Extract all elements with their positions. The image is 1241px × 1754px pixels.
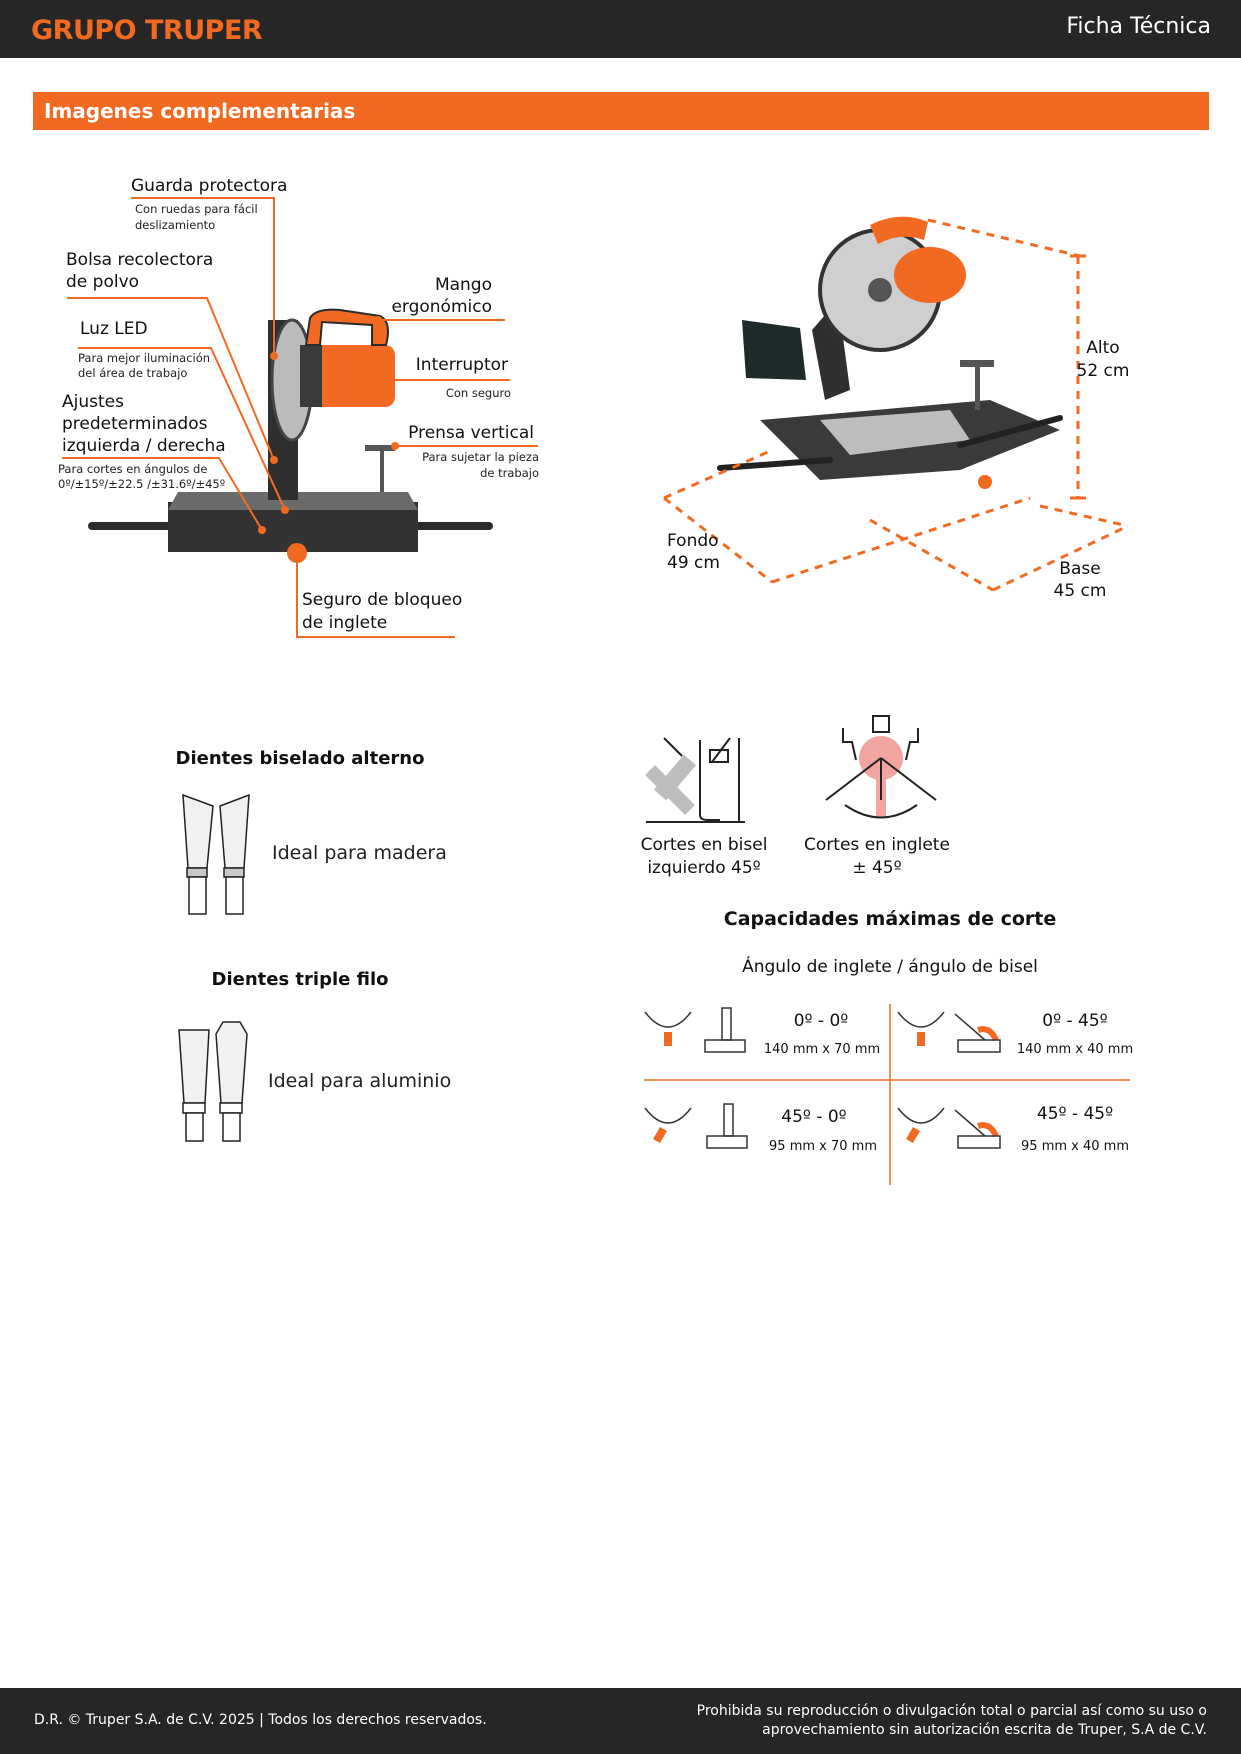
dimension-base-value: 45 cm: [1053, 581, 1107, 601]
dimension-lines: [663, 218, 1129, 592]
feature-prensa-title: Prensa vertical: [408, 423, 534, 443]
feature-ajustes-sub-2: 0º/±15º/±22.5 /±31.6º/±45º: [58, 477, 226, 491]
section-title: Imagenes complementarias: [44, 99, 356, 123]
capacity-grid-lines: [644, 1004, 1130, 1185]
teeth-alternate-description: Ideal para madera: [272, 842, 447, 864]
triple-chip-teeth-icon: [178, 1021, 248, 1142]
feature-interruptor-sub: Con seguro: [445, 386, 511, 400]
teeth-triple-description: Ideal para aluminio: [268, 1070, 452, 1092]
feature-ajustes-title-3: izquierda / derecha: [62, 436, 226, 456]
feature-seguro-title-2: de inglete: [302, 613, 388, 633]
capacity-cell-3-angle: 45º - 0º: [781, 1107, 847, 1127]
capacity-cell-2-size: 140 mm x 40 mm: [1016, 1042, 1134, 1057]
dimension-alto-value: 52 cm: [1076, 361, 1130, 381]
footer-copyright: D.R. © Truper S.A. de C.V. 2025 | Todos …: [34, 1712, 487, 1728]
cut-bevel-caption-2: izquierdo 45º: [647, 858, 761, 878]
feature-guarda-title: Guarda protectora: [131, 176, 288, 196]
capacity-cell-4-angle: 45º - 45º: [1036, 1104, 1114, 1124]
footer-notice-line-1: Prohibida su reproducción o divulgación …: [696, 1703, 1207, 1719]
capacity-cell-1-size: 140 mm x 70 mm: [763, 1042, 881, 1057]
cut-miter-caption-1: Cortes en inglete: [804, 835, 950, 855]
teeth-triple-title: Dientes triple filo: [211, 969, 389, 990]
capacity-cell-4-size: 95 mm x 40 mm: [1021, 1139, 1129, 1154]
feature-guarda-sub-1: Con ruedas para fácil: [135, 202, 258, 216]
feature-ajustes-title-2: predeterminados: [62, 414, 208, 434]
footer-notice-line-2: aprovechamiento sin autorización escrita…: [762, 1722, 1207, 1738]
feature-interruptor-title: Interruptor: [415, 355, 508, 375]
miter-cut-diagram-icon: [825, 715, 937, 819]
dimension-fondo-label: Fondo: [667, 531, 719, 551]
feature-mango-title-2: ergonómico: [391, 297, 492, 317]
cut-miter-caption-2: ± 45º: [852, 858, 902, 878]
feature-mango-title-1: Mango: [434, 275, 492, 295]
feature-luz-sub-2: del área de trabajo: [78, 366, 188, 380]
teeth-alternate-title: Dientes biselado alterno: [175, 748, 425, 769]
capacity-cell-2-angle: 0º - 45º: [1042, 1011, 1108, 1031]
feature-seguro-title-1: Seguro de bloqueo: [302, 590, 463, 610]
feature-guarda-sub-2: deslizamiento: [135, 218, 216, 232]
page-footer: D.R. © Truper S.A. de C.V. 2025 | Todos …: [0, 1688, 1241, 1754]
feature-ajustes-title-1: Ajustes: [62, 392, 124, 412]
dimension-fondo-value: 49 cm: [667, 553, 720, 573]
footer-notice: Prohibida su reproducción o divulgación …: [647, 1702, 1207, 1740]
feature-luz-sub-1: Para mejor iluminación: [78, 351, 211, 365]
capacities-title: Capacidades máximas de corte: [723, 908, 1057, 930]
feature-luz-title: Luz LED: [80, 319, 148, 339]
miter-saw-perspective-illustration: [717, 216, 1063, 489]
cut-bevel-caption-1: Cortes en bisel: [640, 835, 768, 855]
brand-logo: GRUPO TRUPER: [31, 15, 263, 46]
dimension-alto-label: Alto: [1086, 338, 1120, 358]
feature-ajustes-sub-1: Para cortes en ángulos de: [58, 462, 208, 476]
bevel-cut-diagram-icon: [645, 737, 745, 823]
capacity-cell-3-size: 95 mm x 70 mm: [769, 1139, 877, 1154]
feature-prensa-sub-2: de trabajo: [480, 466, 539, 480]
feature-bolsa-title-1: Bolsa recolectora: [66, 250, 214, 270]
dimension-base-label: Base: [1059, 559, 1101, 579]
capacity-cell-1-angle: 0º - 0º: [793, 1011, 849, 1031]
feature-prensa-sub-1: Para sujetar la pieza: [422, 450, 539, 464]
feature-bolsa-title-2: de polvo: [66, 272, 140, 292]
document-type-title: Ficha Técnica: [1066, 14, 1211, 39]
capacities-subtitle: Ángulo de inglete / ángulo de bisel: [742, 957, 1038, 977]
section-header-bar: Imagenes complementarias: [33, 92, 1209, 130]
page-header: GRUPO TRUPER Ficha Técnica: [0, 0, 1241, 58]
alternate-bevel-teeth-icon: [182, 793, 250, 915]
